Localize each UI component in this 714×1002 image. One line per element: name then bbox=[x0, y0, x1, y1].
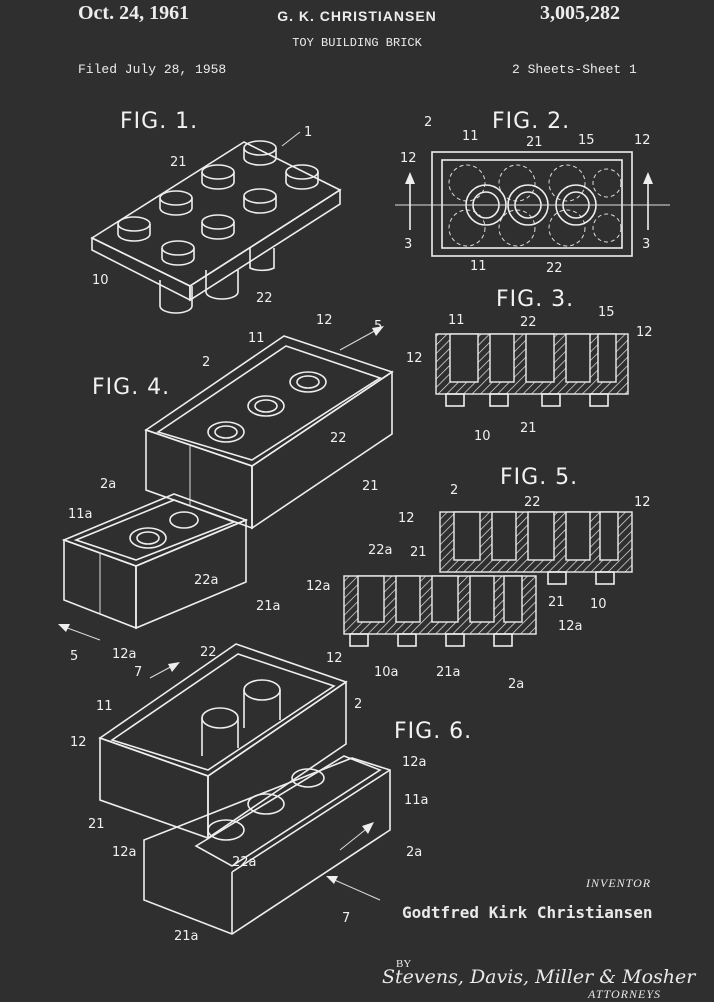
attorneys-label: ATTORNEYS bbox=[588, 987, 662, 1001]
ref-label: 22 bbox=[520, 315, 537, 330]
ref-label: 22a bbox=[368, 543, 393, 558]
ref-label: 7 bbox=[342, 911, 350, 926]
ref-label: 21 bbox=[410, 545, 427, 560]
ref-label: 15 bbox=[578, 133, 595, 148]
ref-label: 11a bbox=[68, 507, 93, 522]
ref-label: 12 bbox=[406, 351, 423, 366]
ref-label: 15 bbox=[598, 305, 615, 320]
ref-label: 5 bbox=[70, 649, 78, 664]
attorney-signature: Stevens, Davis, Miller & Mosher bbox=[382, 966, 696, 988]
ref-label: 10a bbox=[374, 665, 399, 680]
ref-label: 12 bbox=[634, 495, 651, 510]
inventor-full-name: Godtfred Kirk Christiansen bbox=[402, 903, 653, 922]
ref-label: 12a bbox=[558, 619, 583, 634]
ref-label: 12a bbox=[112, 845, 137, 860]
ref-label: 12 bbox=[634, 133, 651, 148]
ref-label: 12a bbox=[402, 755, 427, 770]
ref-label: 10 bbox=[92, 273, 109, 288]
ref-label: 22 bbox=[200, 645, 217, 660]
fig4-title: FIG. 4. bbox=[92, 375, 170, 400]
ref-label: 21a bbox=[436, 665, 461, 680]
ref-label: 21 bbox=[548, 595, 565, 610]
ref-label: 2a bbox=[100, 477, 116, 492]
fig6-drawing bbox=[98, 643, 391, 935]
fig5-drawing bbox=[343, 511, 633, 647]
fig1-drawing bbox=[90, 131, 342, 314]
ref-label: 2 bbox=[202, 355, 210, 370]
ref-label: 21 bbox=[170, 155, 187, 170]
ref-label: 2 bbox=[354, 697, 362, 712]
ref-label: 7 bbox=[134, 665, 142, 680]
fig2-drawing bbox=[395, 151, 670, 257]
ref-label: 11a bbox=[404, 793, 429, 808]
inventor-label: INVENTOR bbox=[586, 876, 652, 890]
ref-label: 12a bbox=[112, 647, 137, 662]
ref-label: 22a bbox=[194, 573, 219, 588]
sheet-count: 2 Sheets-Sheet 1 bbox=[512, 62, 637, 77]
ref-label: 2 bbox=[424, 115, 432, 130]
ref-label: 12 bbox=[398, 511, 415, 526]
ref-label: 11 bbox=[96, 699, 113, 714]
ref-label: 10 bbox=[474, 429, 491, 444]
ref-label: 21 bbox=[520, 421, 537, 436]
ref-label: 22 bbox=[330, 431, 347, 446]
fig6-title: FIG. 6. bbox=[394, 719, 472, 744]
ref-label: 21a bbox=[256, 599, 281, 614]
ref-label: 12 bbox=[636, 325, 653, 340]
ref-label: 5 bbox=[374, 319, 382, 334]
ref-label: 11 bbox=[462, 129, 479, 144]
patent-number: 3,005,282 bbox=[540, 2, 620, 24]
ref-label: 3 bbox=[404, 237, 412, 252]
ref-label: 21 bbox=[526, 135, 543, 150]
ref-label: 12 bbox=[400, 151, 417, 166]
ref-label: 12 bbox=[316, 313, 333, 328]
fig3-title: FIG. 3. bbox=[496, 287, 574, 312]
ref-label: 11 bbox=[448, 313, 465, 328]
ref-label: 12 bbox=[70, 735, 87, 750]
ref-label: 22 bbox=[546, 261, 563, 276]
fig1-title: FIG. 1. bbox=[120, 109, 198, 134]
by-label: BY bbox=[396, 958, 412, 970]
ref-label: 21 bbox=[362, 479, 379, 494]
fig2-title: FIG. 2. bbox=[492, 109, 570, 134]
ref-label: 3 bbox=[642, 237, 650, 252]
patent-date: Oct. 24, 1961 bbox=[78, 2, 190, 24]
ref-label: 22 bbox=[256, 291, 273, 306]
fig4-drawing bbox=[58, 326, 394, 641]
filed-date: Filed July 28, 1958 bbox=[78, 62, 227, 77]
ref-label: 22 bbox=[524, 495, 541, 510]
ref-label: 2 bbox=[450, 483, 458, 498]
ref-label: 12 bbox=[326, 651, 343, 666]
ref-label: 2a bbox=[406, 845, 422, 860]
ref-label: 21a bbox=[174, 929, 199, 944]
ref-label: 11 bbox=[248, 331, 265, 346]
ref-label: 10 bbox=[590, 597, 607, 612]
inventor-header: G. K. CHRISTIANSEN bbox=[277, 8, 437, 24]
ref-label: 22a bbox=[232, 855, 257, 870]
fig3-drawing bbox=[435, 333, 629, 407]
reference-numerals: 1 21 10 22 2 11 21 15 12 12 3 3 11 22 11… bbox=[68, 115, 653, 944]
ref-label: 11 bbox=[470, 259, 487, 274]
ref-label: 1 bbox=[304, 125, 312, 140]
ref-label: 21 bbox=[88, 817, 105, 832]
ref-label: 12a bbox=[306, 579, 331, 594]
patent-title: TOY BUILDING BRICK bbox=[292, 36, 422, 50]
ref-label: 2a bbox=[508, 677, 524, 692]
fig5-title: FIG. 5. bbox=[500, 465, 578, 490]
